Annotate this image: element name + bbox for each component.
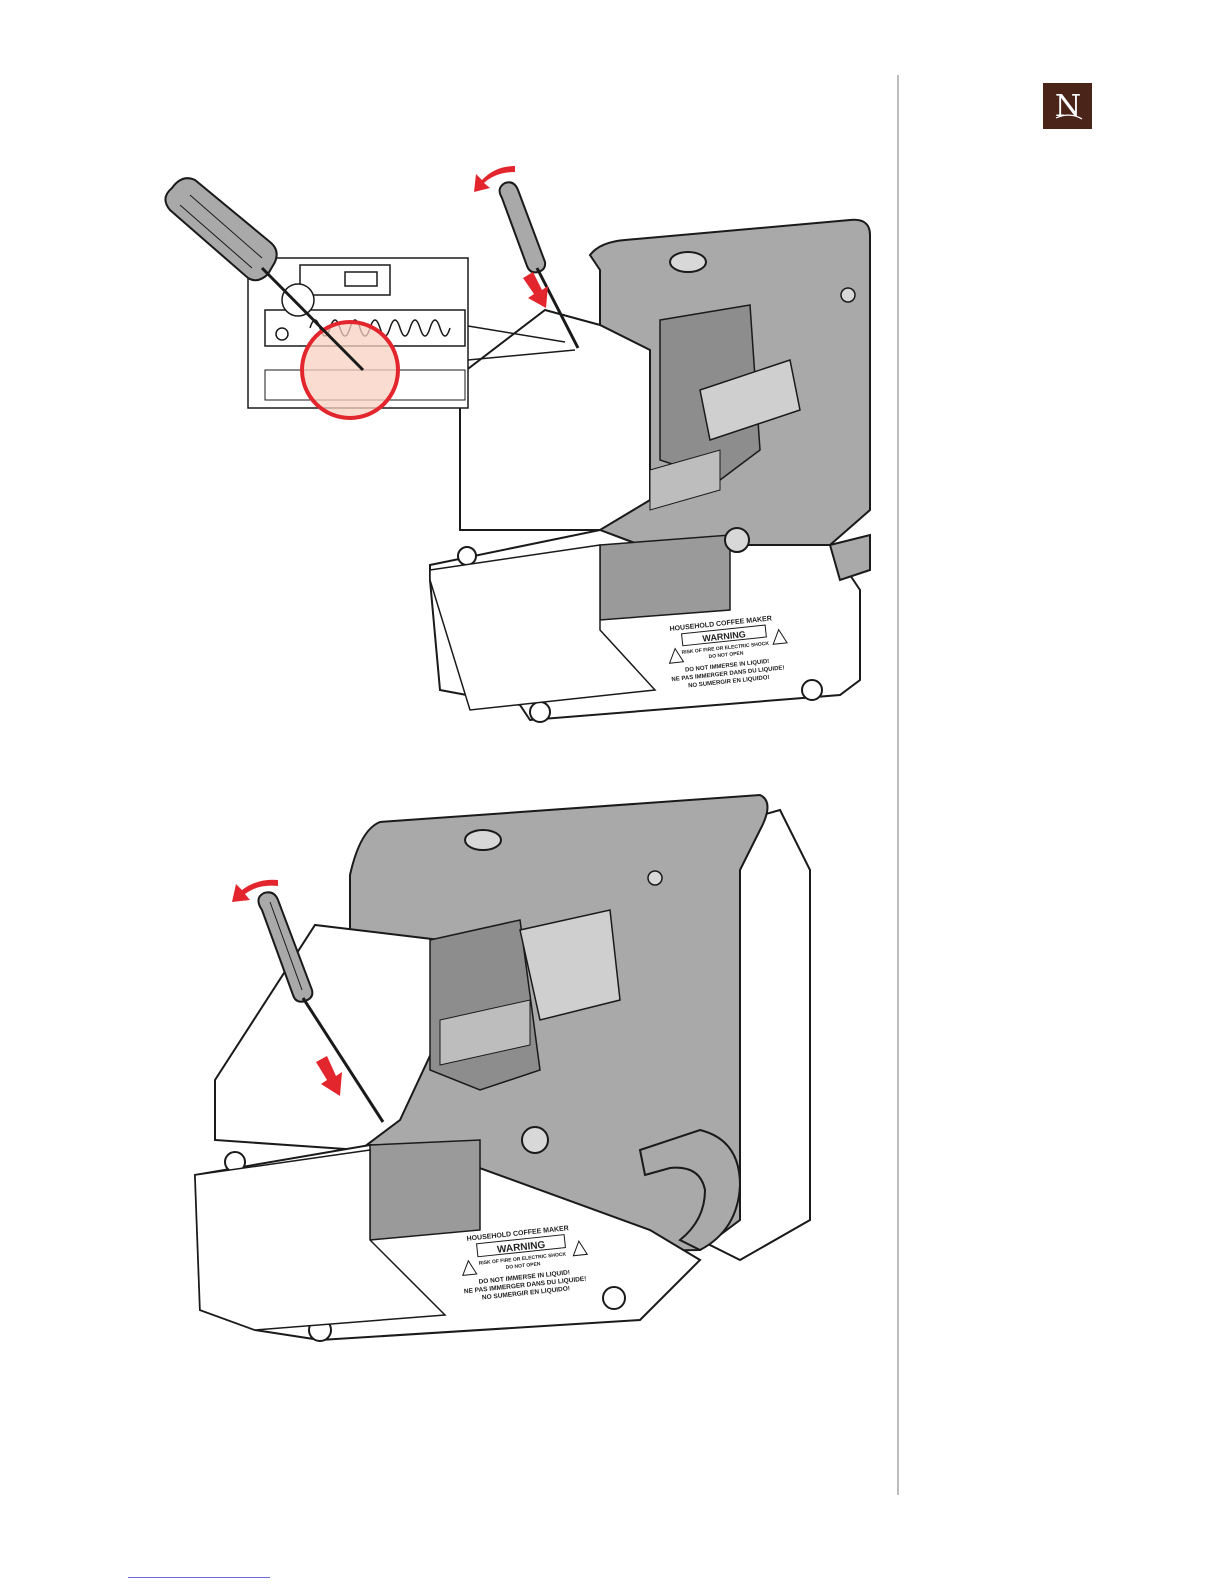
figure-2-illustration: HOUSEHOLD COFFEE MAKER WARNING RISK OF F… — [193, 793, 811, 1342]
down-arrow-icon — [316, 1056, 342, 1096]
down-arrow-icon — [523, 272, 548, 308]
hazard-icon — [572, 1240, 589, 1257]
brand-logo: N — [1043, 83, 1092, 129]
label-warning: WARNING — [702, 629, 746, 643]
label-risk-2: DO NOT OPEN — [708, 650, 744, 660]
footer-link-line — [128, 1577, 270, 1578]
figure-1-illustration: HOUSEHOLD COFFEE MAKER WARNING RISK OF F… — [164, 166, 871, 723]
hazard-icon — [668, 647, 685, 664]
screwdriver — [257, 891, 385, 1123]
hazard-icon — [462, 1259, 478, 1277]
magnifier-highlight — [300, 320, 400, 420]
screwdriver-inset — [164, 177, 365, 372]
detail-inset — [247, 257, 576, 420]
label-warning: WARNING — [497, 1240, 546, 1256]
rotate-arrow-icon — [474, 166, 515, 192]
logo-letter: N — [1054, 89, 1080, 124]
page-divider — [897, 75, 899, 1495]
figure-2: HOUSEHOLD COFFEE MAKER WARNING RISK OF F… — [0, 790, 890, 1400]
screwdriver-small — [498, 181, 580, 349]
label-risk-2: DO NOT OPEN — [505, 1261, 541, 1271]
n-logo-icon: N — [1054, 89, 1082, 124]
machine-housing — [193, 793, 811, 1342]
figure-1: HOUSEHOLD COFFEE MAKER WARNING RISK OF F… — [0, 150, 890, 740]
hazard-icon — [772, 628, 788, 645]
rotate-arrow-icon — [232, 879, 278, 902]
machine-housing — [429, 218, 871, 723]
spring-icon — [309, 319, 451, 337]
